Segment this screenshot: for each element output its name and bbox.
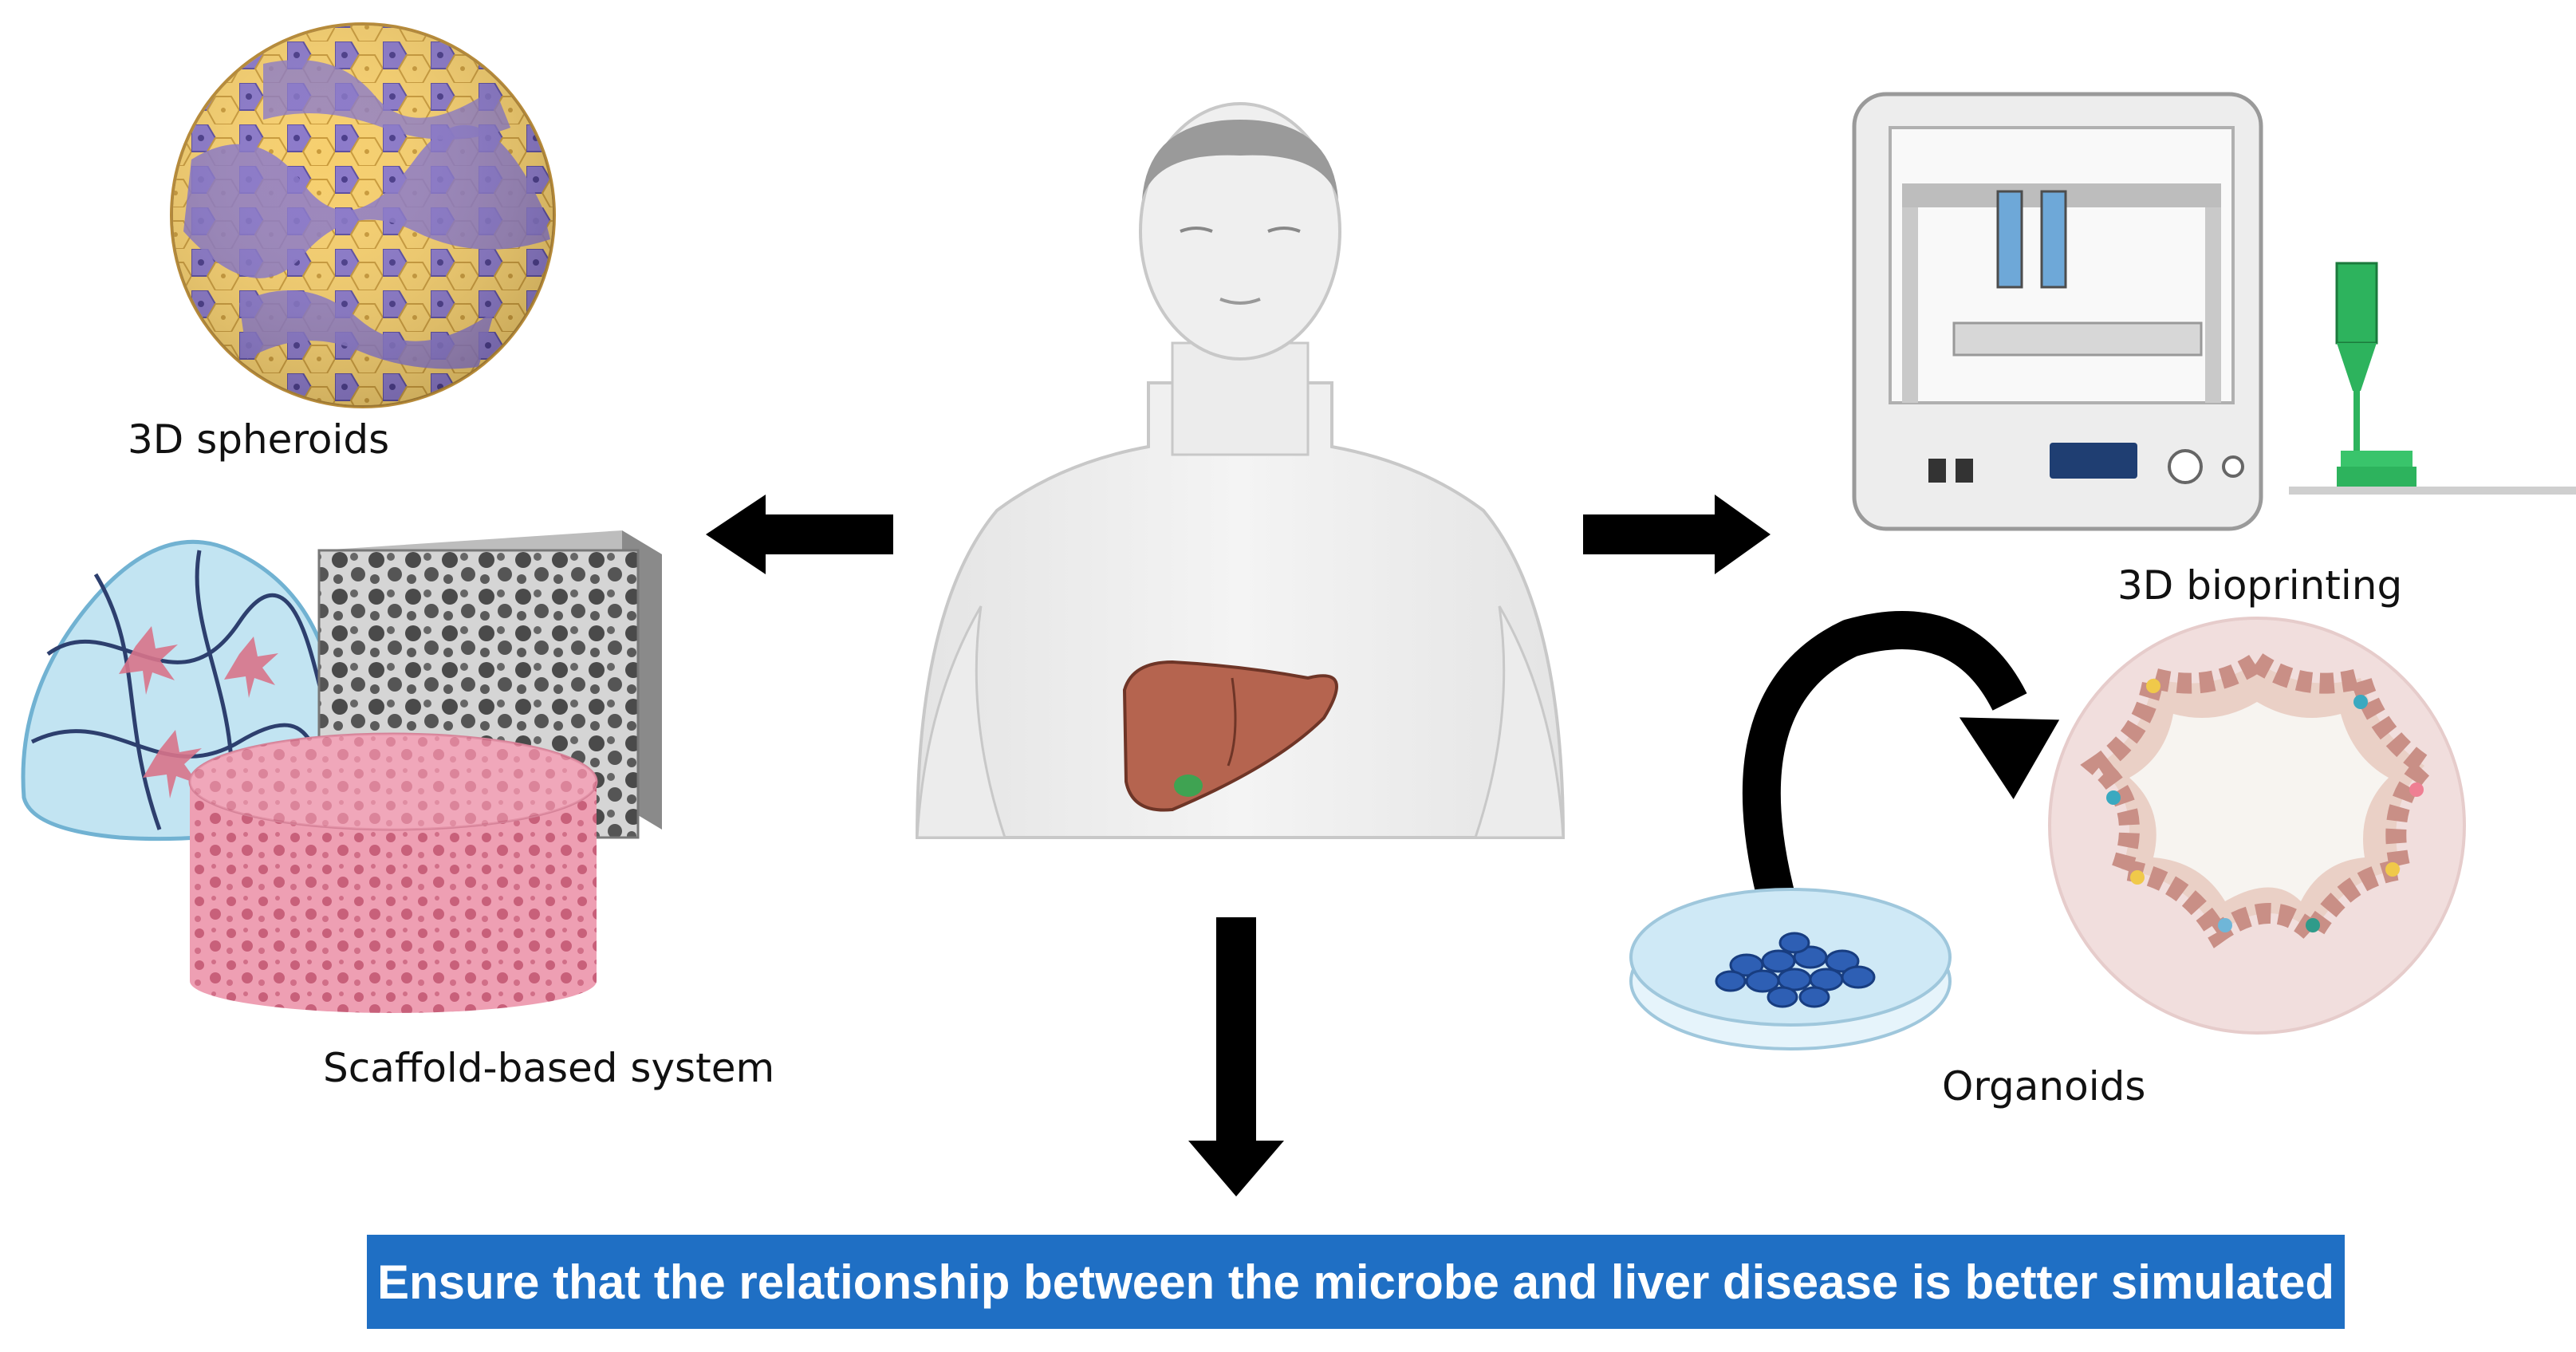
label-organoids: Organoids — [1942, 1063, 2146, 1110]
human-figure — [915, 102, 1566, 839]
liver — [1122, 660, 1338, 812]
label-bioprinting: 3D bioprinting — [2117, 562, 2403, 609]
arrow-left — [706, 495, 893, 574]
organoid — [2048, 617, 2466, 1035]
arrow-down — [1188, 917, 1284, 1196]
label-scaffold: Scaffold-based system — [323, 1045, 775, 1091]
pink-cylinder-scaffold — [188, 732, 598, 1013]
conclusion-banner: Ensure that the relationship between the… — [367, 1235, 2345, 1329]
spheroid-illustration — [170, 22, 556, 408]
curved-arrow — [1742, 611, 2060, 940]
label-spheroids: 3D spheroids — [128, 416, 390, 463]
petri-dish — [1629, 888, 1952, 1050]
bioink-nozzle — [2289, 262, 2576, 495]
arrow-right — [1583, 495, 1771, 574]
conclusion-text: Ensure that the relationship between the… — [376, 1255, 2335, 1309]
bioprinter — [1852, 92, 2263, 531]
